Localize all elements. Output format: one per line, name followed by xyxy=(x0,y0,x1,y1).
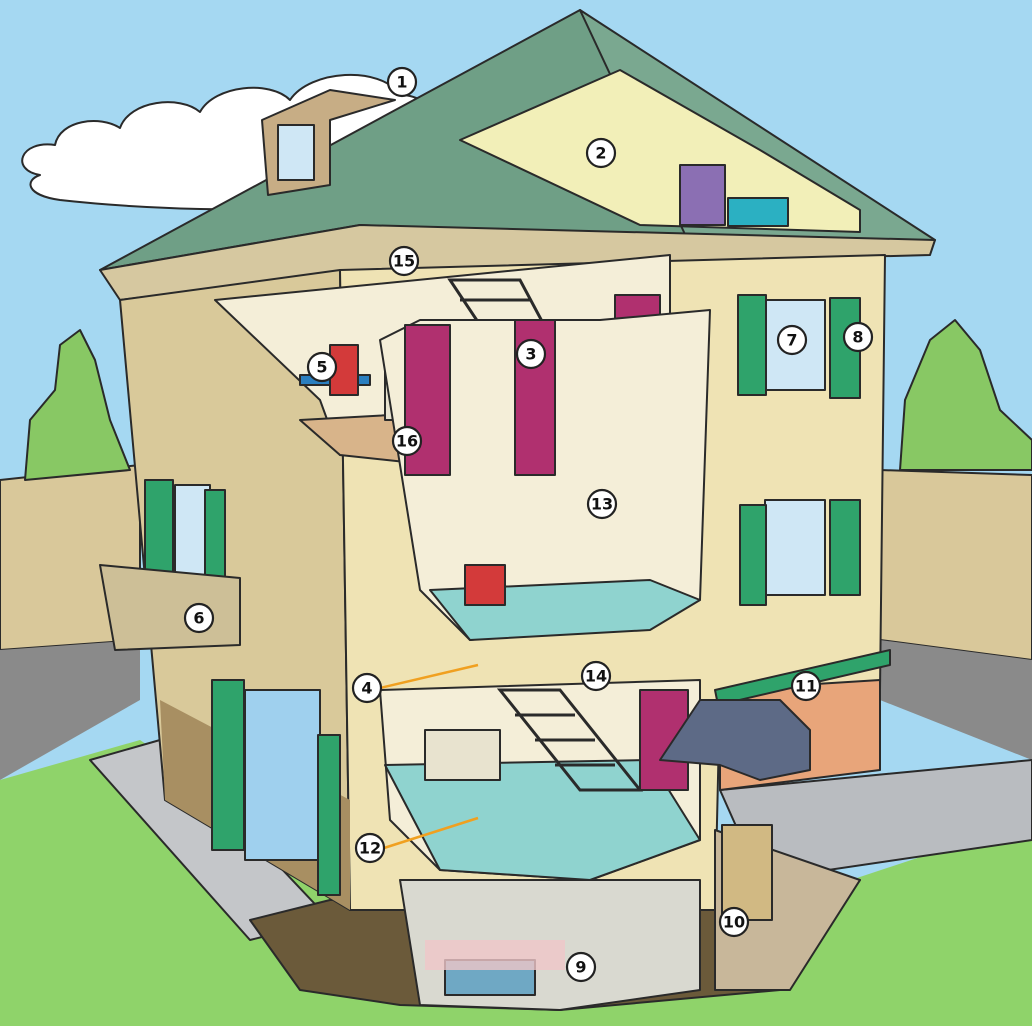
middle-window xyxy=(765,500,825,595)
marker-1: 1 xyxy=(388,68,416,96)
svg-text:13: 13 xyxy=(591,495,613,514)
upper-left-shutter xyxy=(738,295,766,395)
marker-15: 15 xyxy=(390,247,418,275)
marker-12: 12 xyxy=(356,834,384,862)
svg-text:11: 11 xyxy=(795,677,817,696)
svg-text:9: 9 xyxy=(575,958,586,977)
right-yard-wall xyxy=(880,470,1032,660)
svg-text:8: 8 xyxy=(852,328,863,347)
svg-text:12: 12 xyxy=(359,839,381,858)
svg-text:6: 6 xyxy=(193,609,204,628)
ground-left-shutter xyxy=(212,680,244,850)
svg-text:14: 14 xyxy=(585,667,607,686)
marker-6: 6 xyxy=(185,604,213,632)
svg-text:15: 15 xyxy=(393,252,415,271)
balcony xyxy=(100,565,240,650)
svg-text:2: 2 xyxy=(595,144,606,163)
ground-french-window xyxy=(245,690,320,860)
marker-4: 4 xyxy=(353,674,381,702)
attic-box xyxy=(728,198,788,226)
svg-text:3: 3 xyxy=(525,345,536,364)
svg-text:7: 7 xyxy=(786,331,797,350)
attic-shelf xyxy=(680,165,725,225)
marker-7: 7 xyxy=(778,326,806,354)
basement-rug xyxy=(425,940,565,970)
svg-text:5: 5 xyxy=(316,358,327,377)
marker-14: 14 xyxy=(582,662,610,690)
marker-13: 13 xyxy=(588,490,616,518)
middle-left-shutter xyxy=(740,505,766,605)
svg-text:4: 4 xyxy=(361,679,372,698)
first-floor-radiator xyxy=(425,730,500,780)
cellar-cabinet xyxy=(722,825,772,920)
marker-2: 2 xyxy=(587,139,615,167)
marker-8: 8 xyxy=(844,323,872,351)
ground-right-shutter xyxy=(318,735,340,895)
marker-16: 16 xyxy=(393,427,421,455)
marker-9: 9 xyxy=(567,953,595,981)
second-floor-dresser xyxy=(465,565,505,605)
marker-11: 11 xyxy=(792,672,820,700)
marker-3: 3 xyxy=(517,340,545,368)
marker-10: 10 xyxy=(720,908,748,936)
svg-text:1: 1 xyxy=(396,73,407,92)
svg-text:16: 16 xyxy=(396,432,418,451)
dormer-window xyxy=(278,125,314,180)
marker-5: 5 xyxy=(308,353,336,381)
middle-window-group xyxy=(740,500,860,605)
middle-right-shutter xyxy=(830,500,860,595)
svg-text:10: 10 xyxy=(723,913,745,932)
